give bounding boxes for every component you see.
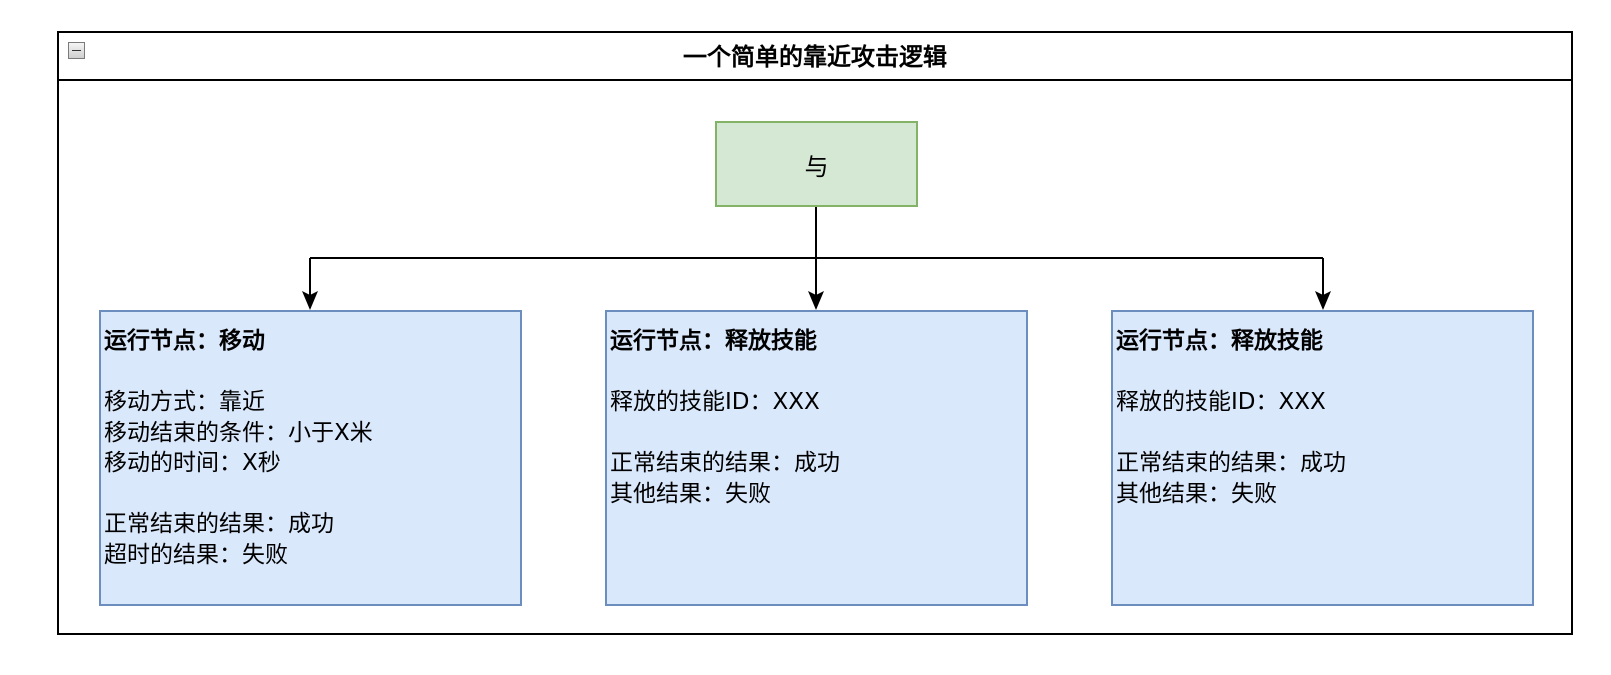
run-node-cast-skill-2[interactable]: 运行节点：释放技能 释放的技能ID：XXX 正常结束的结果：成功 其他结果：失败 — [1111, 310, 1534, 606]
spacer — [610, 418, 1023, 449]
run-node-cast-skill-1[interactable]: 运行节点：释放技能 释放的技能ID：XXX 正常结束的结果：成功 其他结果：失败 — [605, 310, 1028, 606]
node-title: 运行节点：释放技能 — [1116, 328, 1323, 354]
arrowhead-node-1 — [302, 291, 318, 310]
node-param: 释放的技能ID：XXX — [1116, 389, 1326, 415]
container-header: 一个简单的靠近攻击逻辑 — [59, 33, 1571, 81]
node-param: 移动方式：靠近 — [104, 389, 265, 415]
spacer — [104, 479, 517, 510]
arrowhead-node-2 — [808, 291, 824, 310]
node-title: 运行节点：释放技能 — [610, 328, 817, 354]
node-result: 其他结果：失败 — [1116, 480, 1277, 507]
node-result: 超时的结果：失败 — [104, 541, 288, 568]
node-param: 释放的技能ID：XXX — [610, 389, 820, 415]
node-param: 移动结束的条件：小于X米 — [104, 419, 373, 446]
and-gate-node[interactable]: 与 — [715, 121, 918, 207]
spacer — [1116, 418, 1529, 449]
node-result: 正常结束的结果：成功 — [104, 511, 334, 537]
collapse-icon[interactable] — [68, 42, 85, 59]
and-gate-label: 与 — [804, 152, 829, 181]
run-node-move[interactable]: 运行节点：移动 移动方式：靠近 移动结束的条件：小于X米 移动的时间：X秒 正常… — [99, 310, 522, 606]
node-result: 其他结果：失败 — [610, 480, 771, 507]
arrowhead-node-3 — [1315, 291, 1331, 310]
container-title: 一个简单的靠近攻击逻辑 — [683, 43, 947, 71]
node-title: 运行节点：移动 — [104, 328, 265, 354]
node-result: 正常结束的结果：成功 — [610, 450, 840, 476]
node-result: 正常结束的结果：成功 — [1116, 450, 1346, 476]
node-param: 移动的时间：X秒 — [104, 450, 281, 476]
